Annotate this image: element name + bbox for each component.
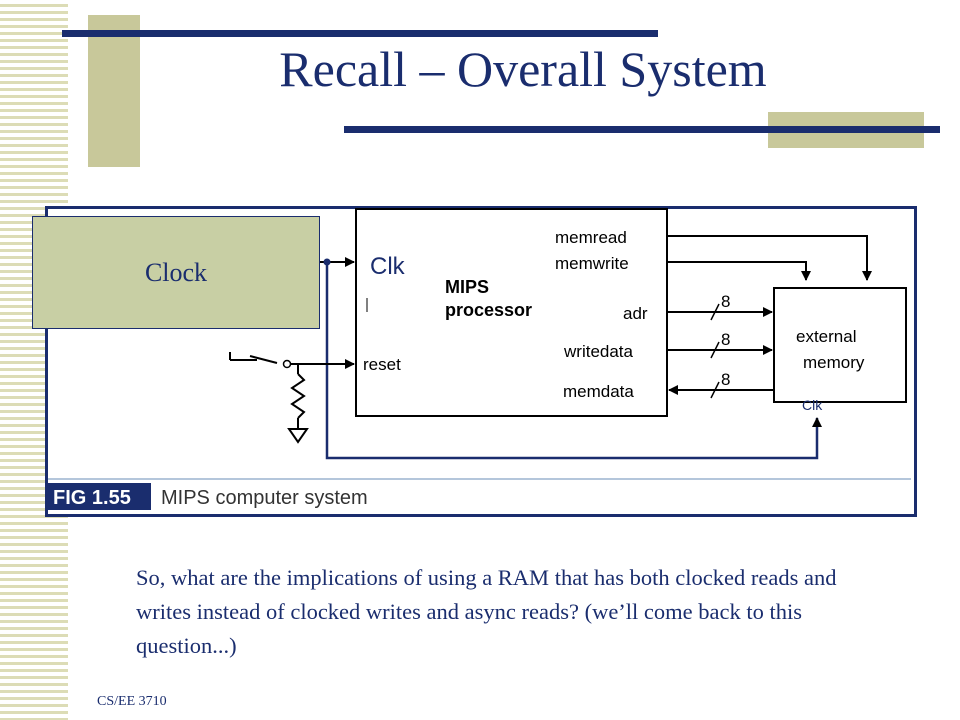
writedata-width-slash [710,341,720,359]
clk-input-label: Clk [370,253,406,280]
clock-feedback-wire [325,262,822,460]
memory-block [773,287,907,403]
processor-title-line2: processor [445,300,532,320]
caption-tag-bg [48,483,151,510]
reset-input-label: reset [363,355,401,374]
slide-title: Recall – Overall System [279,41,767,97]
caption-tag: FIG 1.55 [53,487,131,509]
clock-callout-label: Clock [144,257,208,287]
memdata-width-label: 8 [721,370,730,389]
caption-text: MIPS computer system [161,487,368,509]
title-rule-top [62,30,658,37]
footer-course-code: CS/EE 3710 [97,694,167,709]
clock-callout: Clock [32,216,320,329]
reset-switch-contact [249,355,278,364]
memory-clk-label: Clk [802,397,823,413]
decorative-block-left [88,15,140,167]
adr-width-slash [710,303,720,321]
memory-title-line1: external [796,327,856,346]
ground-symbol [287,428,309,444]
adr-label: adr [623,304,648,323]
mips-system-diagram: MIPS processor Clk reset memread memwrit… [48,208,911,510]
pulldown-resistor [290,373,306,419]
processor-title: MIPS processor [445,277,532,320]
processor-title-line1: MIPS [445,277,489,297]
title-rule-bottom [344,126,940,133]
memory-title-line2: memory [803,353,865,372]
memwrite-wire [667,261,811,281]
memdata-label: memdata [563,382,634,401]
memread-wire [667,235,872,281]
adr-width-label: 8 [721,292,730,311]
processor-block [355,208,668,417]
writedata-label: writedata [563,342,634,361]
memread-label: memread [555,228,627,247]
memory-title: external memory [796,327,865,372]
question-text: So, what are the implications of using a… [136,565,837,658]
memdata-width-slash [710,381,720,399]
writedata-width-label: 8 [721,330,730,349]
reset-switch-terminal [282,359,292,369]
memwrite-label: memwrite [555,254,629,273]
